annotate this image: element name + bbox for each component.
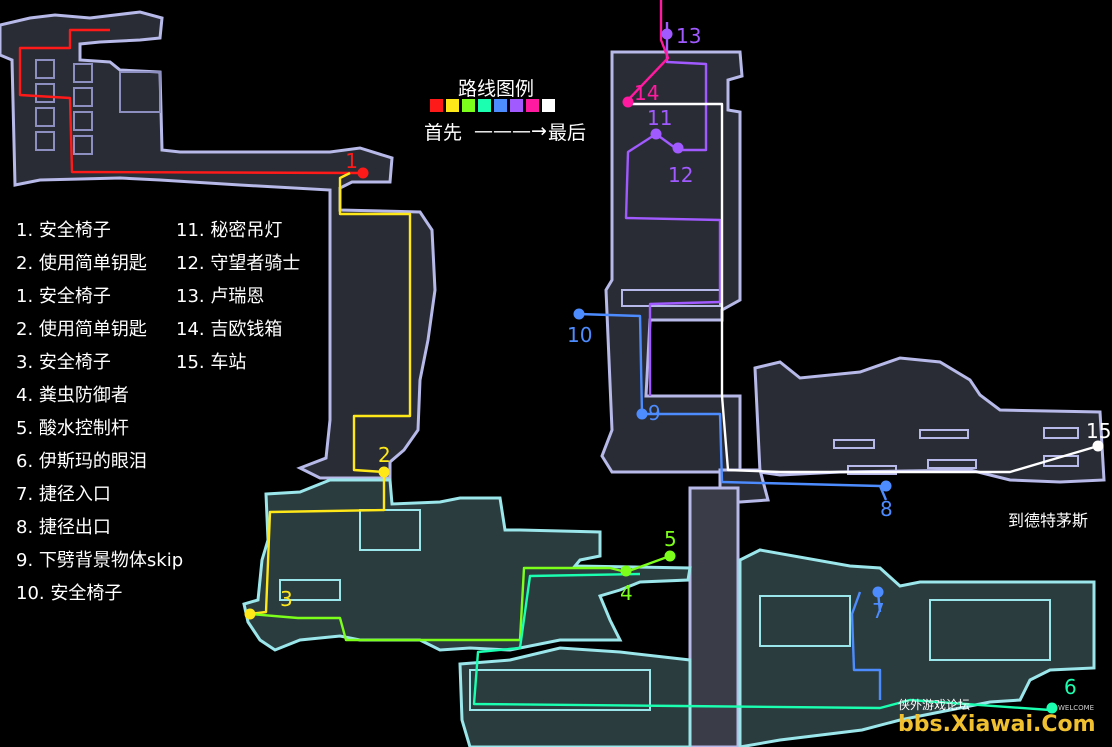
marker-dot-11	[650, 128, 662, 140]
route-swatch-8	[542, 99, 555, 112]
marker-dot-14	[622, 96, 634, 108]
route-legend-last: 最后	[548, 122, 587, 144]
marker-label-6: 6	[1064, 675, 1077, 699]
legend-item: 9. 下劈背景物体skip	[16, 550, 184, 571]
marker-label-15: 15	[1086, 419, 1111, 443]
marker-dot-8	[880, 480, 892, 492]
route-teal	[472, 572, 1051, 712]
legend-list-right: 11. 秘密吊灯 12. 守望者骑士 13. 卢瑞恩 14. 吉欧钱箱 15. 车站	[176, 214, 300, 379]
legend-item: 7. 捷径入口	[16, 484, 111, 505]
marker-label-5: 5	[664, 527, 677, 551]
marker-dot-10	[573, 308, 585, 320]
route-swatch-4	[478, 99, 491, 112]
rooms-upper-left-detail	[35, 59, 161, 155]
legend-item: 8. 捷径出口	[16, 517, 111, 538]
route-swatch-3	[462, 99, 475, 112]
route-swatch-5	[494, 99, 507, 112]
route-red	[18, 28, 364, 175]
legend-item: 10. 安全椅子	[16, 583, 123, 604]
marker-dot-3	[244, 608, 256, 620]
watermark-site-cn: 侠外游戏论坛	[898, 698, 971, 712]
legend-item: 3. 安全椅子	[16, 352, 111, 373]
route-swatch-7	[526, 99, 539, 112]
legend-list-left: 1. 安全椅子 2. 使用简单钥匙 1. 安全椅子 2. 使用简单钥匙 3. 安全椅子 4…	[16, 214, 183, 610]
marker-dot-12	[672, 142, 684, 154]
marker-dot-2	[378, 466, 390, 478]
marker-dot-13	[661, 28, 673, 40]
route-magenta	[627, 0, 670, 101]
route-swatch-2	[446, 99, 459, 112]
pillar	[688, 486, 740, 747]
marker-label-7: 7	[872, 599, 885, 623]
legend-item: 1. 安全椅子	[16, 220, 111, 241]
route-legend-swatches	[430, 99, 555, 112]
rooms-lower-detail	[279, 509, 1051, 711]
watermark-welcome: WELCOME	[1058, 704, 1095, 712]
route-white	[628, 102, 1099, 474]
marker-dot-9	[636, 408, 648, 420]
legend-item: 6. 伊斯玛的眼泪	[16, 451, 147, 472]
marker-label-12: 12	[668, 163, 693, 187]
marker-dot-1	[357, 167, 369, 179]
legend-item: 14. 吉欧钱箱	[176, 319, 283, 340]
route-yellow	[249, 171, 412, 616]
marker-label-1: 1	[345, 149, 358, 173]
legend-item: 12. 守望者骑士	[176, 253, 301, 274]
marker-label-11: 11	[647, 106, 672, 130]
legend-item: 2. 使用简单钥匙	[16, 253, 147, 274]
legend-item: 11. 秘密吊灯	[176, 220, 283, 241]
marker-label-14: 14	[634, 81, 659, 105]
destination-label: 到德特茅斯	[1008, 511, 1089, 530]
marker-label-13: 13	[676, 24, 701, 48]
route-legend-arrow-icon: ———→	[474, 120, 547, 142]
marker-dot-6	[1046, 702, 1058, 714]
legend-item: 15. 车站	[176, 352, 247, 373]
marker-dot-4	[620, 565, 632, 577]
marker-label-2: 2	[378, 443, 391, 467]
marker-label-4: 4	[620, 581, 633, 605]
watermark-site: bbs.Xiawai.Com	[898, 712, 1096, 737]
legend-item: 13. 卢瑞恩	[176, 286, 265, 307]
marker-label-8: 8	[880, 497, 893, 521]
legend-item: 2. 使用简单钥匙	[16, 319, 147, 340]
route-purple	[624, 22, 722, 396]
legend-item: 1. 安全椅子	[16, 286, 111, 307]
marker-label-9: 9	[648, 401, 661, 425]
marker-dot-5	[664, 550, 676, 562]
marker-label-10: 10	[567, 323, 592, 347]
legend-item: 4. 粪虫防御者	[16, 385, 129, 406]
route-legend-first: 首先	[424, 122, 463, 144]
legend-item: 5. 酸水控制杆	[16, 418, 129, 439]
route-swatch-6	[510, 99, 523, 112]
marker-dot-15	[1092, 440, 1104, 452]
marker-dot-7	[872, 586, 884, 598]
rooms-upper-right	[600, 50, 1106, 504]
marker-label-3: 3	[280, 587, 293, 611]
route-swatch-1	[430, 99, 443, 112]
route-legend-title: 路线图例	[458, 78, 535, 100]
